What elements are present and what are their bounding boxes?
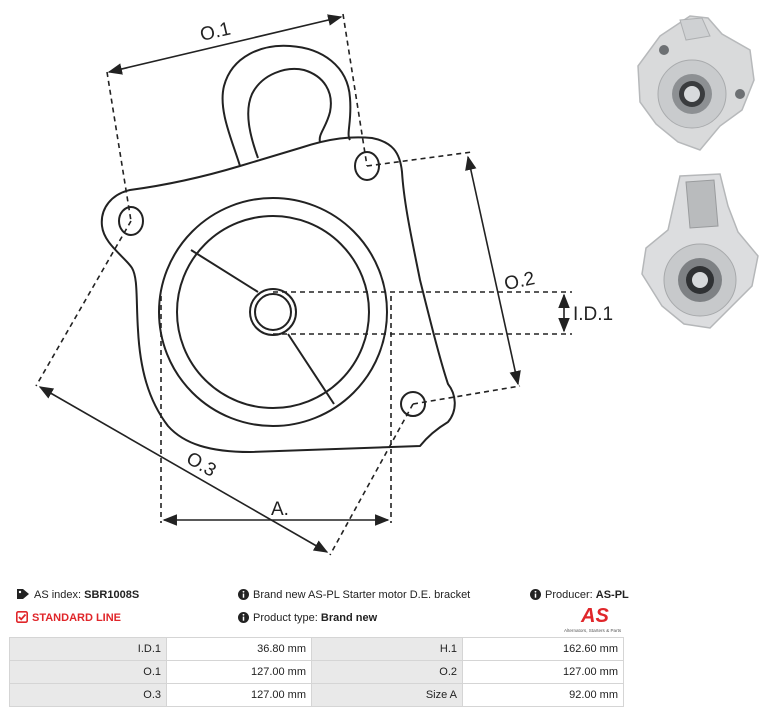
logo-tagline: Alternators, Starters & Parts — [564, 628, 622, 633]
dim-label-o3: O.3 — [183, 448, 220, 481]
specs-table: I.D.1 36.80 mm H.1 162.60 mm O.1 127.00 … — [9, 637, 624, 707]
spec-label: I.D.1 — [9, 637, 167, 661]
bracket-top-loop — [221, 44, 352, 167]
description: Brand new AS-PL Starter motor D.E. brack… — [238, 588, 470, 602]
spec-label: O.1 — [9, 660, 167, 684]
producer-value: AS-PL — [595, 589, 629, 601]
producer: Producer: AS-PL — [530, 588, 629, 602]
product-type-value: Brand new — [320, 612, 378, 624]
bracket-flange-outline — [100, 136, 456, 453]
check-square-icon — [16, 611, 28, 623]
tag-icon — [17, 589, 29, 599]
mount-hole-top-right — [354, 151, 380, 181]
producer-label: Producer: — [545, 589, 593, 601]
as-pl-logo: AS Alternators, Starters & Parts — [564, 605, 622, 633]
dim-label-id1: I.D.1 — [573, 304, 613, 325]
line-name: STANDARD LINE — [32, 612, 122, 624]
line-badge: STANDARD LINE — [16, 611, 121, 625]
outer-housing-circle — [158, 197, 388, 427]
bracket-technical-drawing: O.1 O.2 O.3 I.D.1 A. — [35, 13, 613, 556]
dimension-arrow-o2 — [465, 155, 521, 386]
info-icon — [238, 612, 249, 623]
mount-hole-left — [118, 206, 144, 236]
logo-text: AS — [580, 605, 609, 627]
description-text: Brand new AS-PL Starter motor D.E. brack… — [253, 589, 471, 601]
table-row: I.D.1 36.80 mm H.1 162.60 mm — [9, 637, 624, 661]
dim-label-a: A. — [271, 499, 289, 520]
dim-label-o2: O.2 — [502, 268, 536, 295]
spec-value: 127.00 mm — [462, 660, 624, 684]
product-type: Product type: Brand new — [238, 611, 377, 625]
as-index: AS index: SBR1008S — [16, 588, 139, 602]
spec-value: 36.80 mm — [166, 637, 312, 661]
inner-housing-circle — [176, 215, 370, 409]
product-photo-side[interactable] — [634, 166, 762, 338]
spec-label: H.1 — [311, 637, 463, 661]
spec-value: 162.60 mm — [462, 637, 624, 661]
spec-value: 92.00 mm — [462, 683, 624, 707]
mount-hole-bottom-right — [400, 391, 426, 417]
dimension-arrow-o1 — [107, 14, 343, 75]
table-row: O.3 127.00 mm Size A 92.00 mm — [9, 683, 624, 707]
spec-value: 127.00 mm — [166, 660, 312, 684]
bearing-inner — [254, 293, 292, 331]
spec-label: O.2 — [311, 660, 463, 684]
table-row: O.1 127.00 mm O.2 127.00 mm — [9, 660, 624, 684]
spec-label: Size A — [311, 683, 463, 707]
dim-label-o1: O.1 — [198, 19, 233, 46]
bearing-outer — [249, 288, 297, 336]
spec-label: O.3 — [9, 683, 167, 707]
as-index-label: AS index: — [34, 589, 82, 601]
as-index-value: SBR1008S — [84, 589, 140, 601]
spec-value: 127.00 mm — [166, 683, 312, 707]
product-photo-front[interactable] — [630, 6, 762, 156]
info-icon — [530, 589, 541, 600]
dimension-arrow-o3 — [38, 386, 329, 553]
info-icon — [238, 589, 249, 600]
product-type-label: Product type: — [253, 612, 318, 624]
